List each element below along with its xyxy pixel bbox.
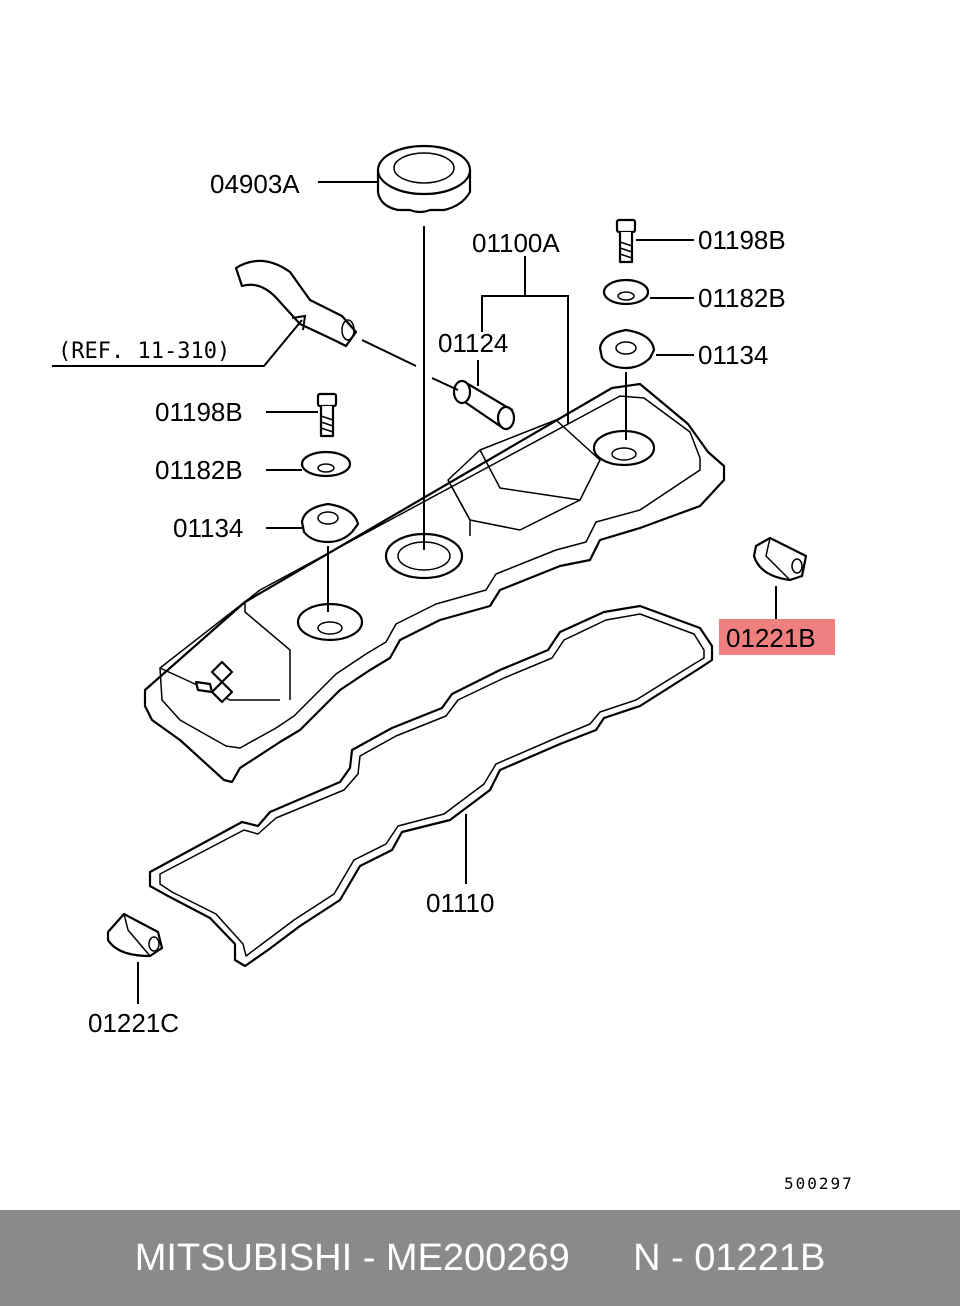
half-moon-seal-left: [106, 912, 164, 958]
valve-cover-gasket: [148, 604, 714, 968]
label-01221B: 01221B: [726, 623, 816, 653]
label-ref: (REF. 11-310): [58, 339, 230, 364]
bolt-right: [615, 218, 637, 264]
bolt-left: [316, 392, 338, 438]
grommet-left: [300, 502, 360, 544]
label-01110: 01110: [426, 888, 494, 918]
half-moon-seal-right: [752, 536, 808, 582]
label-01134-top: 01134: [698, 340, 768, 370]
footer-title: MITSUBISHI - ME200269 N - 01221B: [134, 1237, 826, 1279]
label-01198B-left: 01198B: [155, 397, 243, 427]
label-01221C: 01221C: [88, 1008, 179, 1038]
label-01182B-left: 01182B: [155, 455, 243, 485]
washer-left: [300, 450, 352, 478]
label-01134-left: 01134: [173, 513, 243, 543]
grommet-right: [598, 328, 656, 370]
breather-hose: [234, 259, 358, 348]
parts-diagram: 04903A 01100A 01198B 01182B 01134 01124 …: [52, 144, 854, 1193]
footer-bar: MITSUBISHI - ME200269 N - 01221B: [0, 1210, 960, 1306]
pcv-valve: [452, 379, 516, 431]
highlight-box: [719, 619, 835, 655]
label-04903A: 04903A: [210, 169, 300, 199]
label-01198B-top: 01198B: [698, 225, 786, 255]
diagram-code: 500297: [784, 1174, 854, 1193]
washer-right: [602, 278, 650, 306]
label-01182B-top: 01182B: [698, 283, 786, 313]
label-01124: 01124: [438, 328, 508, 358]
label-01100A: 01100A: [472, 228, 560, 258]
leader-lines: [52, 181, 777, 1004]
oil-filler-cap: [376, 144, 472, 214]
